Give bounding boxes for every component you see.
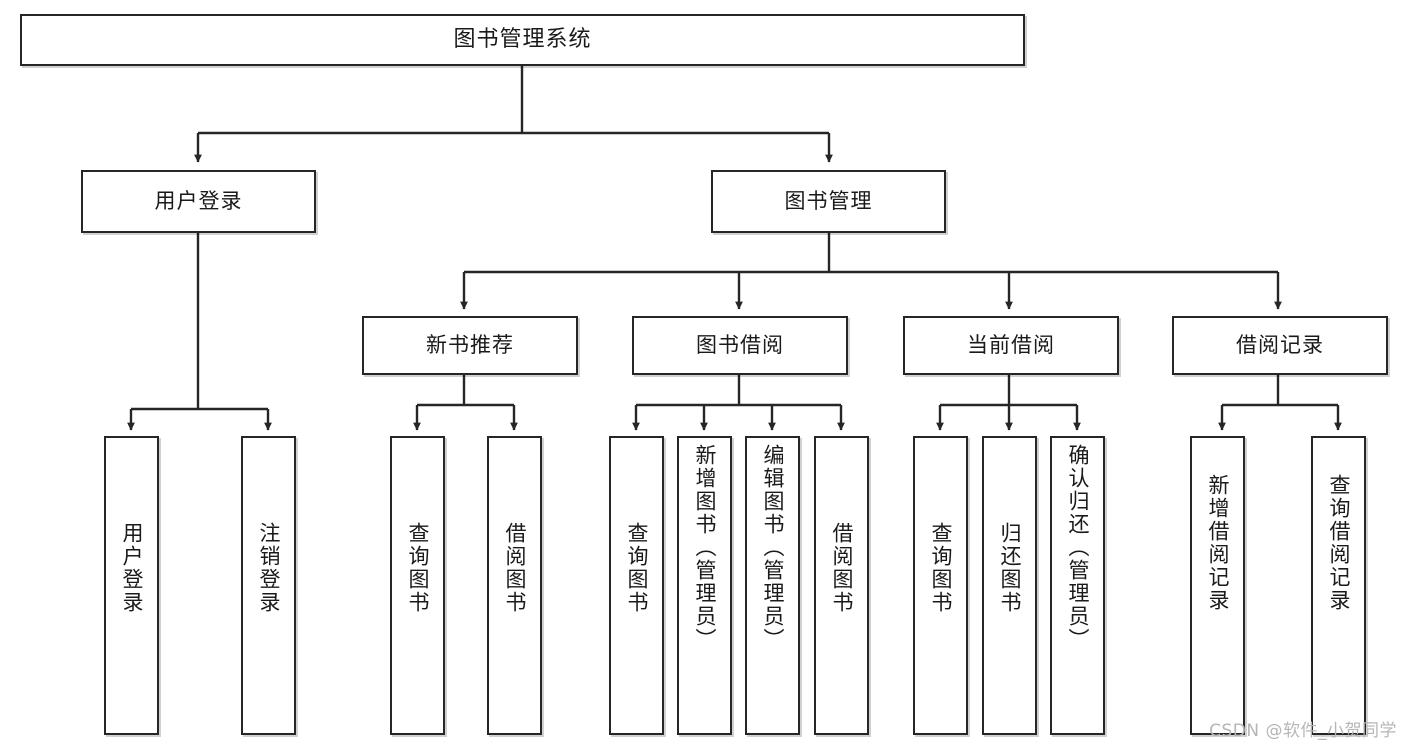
node-label: 归还图书 [998,522,1022,614]
leaf-query-book-recommendation[interactable]: 查询图书 [390,436,445,735]
node-label: 图书管理系统 [453,27,592,53]
node-label: 新增图书（管理员） [693,444,717,651]
leaf-add-borrow-record[interactable]: 新增借阅记录 [1190,436,1245,735]
node-label: 查询图书 [929,522,953,614]
node-label: 查询借阅记录 [1327,474,1351,612]
node-label: 当前借阅 [967,333,1055,358]
node-book-management[interactable]: 图书管理 [711,170,946,233]
node-label: 新书推荐 [426,333,514,358]
leaf-borrow-book-recommendation[interactable]: 借阅图书 [487,436,542,735]
node-label: 新增借阅记录 [1206,474,1230,612]
node-label: 借阅图书 [503,522,527,614]
node-label: 编辑图书（管理员） [761,444,785,651]
node-label: 图书管理 [784,189,873,214]
leaf-confirm-return-admin[interactable]: 确认归还（管理员） [1050,436,1105,735]
node-label: 用户登录 [154,189,243,214]
node-user-login[interactable]: 用户登录 [81,170,316,233]
node-root-book-management-system[interactable]: 图书管理系统 [20,14,1025,66]
leaf-borrow-book[interactable]: 借阅图书 [814,436,869,735]
node-label: 查询图书 [406,522,430,614]
leaf-edit-book-admin[interactable]: 编辑图书（管理员） [745,436,800,735]
leaf-logout[interactable]: 注销登录 [241,436,296,735]
node-label: 查询图书 [625,522,649,614]
node-label: 确认归还（管理员） [1066,444,1090,651]
leaf-return-book[interactable]: 归还图书 [982,436,1037,735]
node-current-borrow[interactable]: 当前借阅 [903,316,1119,375]
node-borrow-record[interactable]: 借阅记录 [1172,316,1388,375]
leaf-query-book-current[interactable]: 查询图书 [913,436,968,735]
node-label: 借阅图书 [830,522,854,614]
node-book-borrow[interactable]: 图书借阅 [632,316,848,375]
node-label: 注销登录 [257,522,281,614]
leaf-user-login[interactable]: 用户登录 [104,436,159,735]
node-label: 借阅记录 [1236,333,1324,358]
node-new-book-recommendation[interactable]: 新书推荐 [362,316,578,375]
leaf-add-book-admin[interactable]: 新增图书（管理员） [677,436,732,735]
watermark: CSDN @软件_小贺同学 [1209,721,1397,741]
leaf-query-book[interactable]: 查询图书 [609,436,664,735]
node-label: 图书借阅 [696,333,784,358]
node-label: 用户登录 [120,522,144,614]
leaf-query-borrow-record[interactable]: 查询借阅记录 [1311,436,1366,735]
